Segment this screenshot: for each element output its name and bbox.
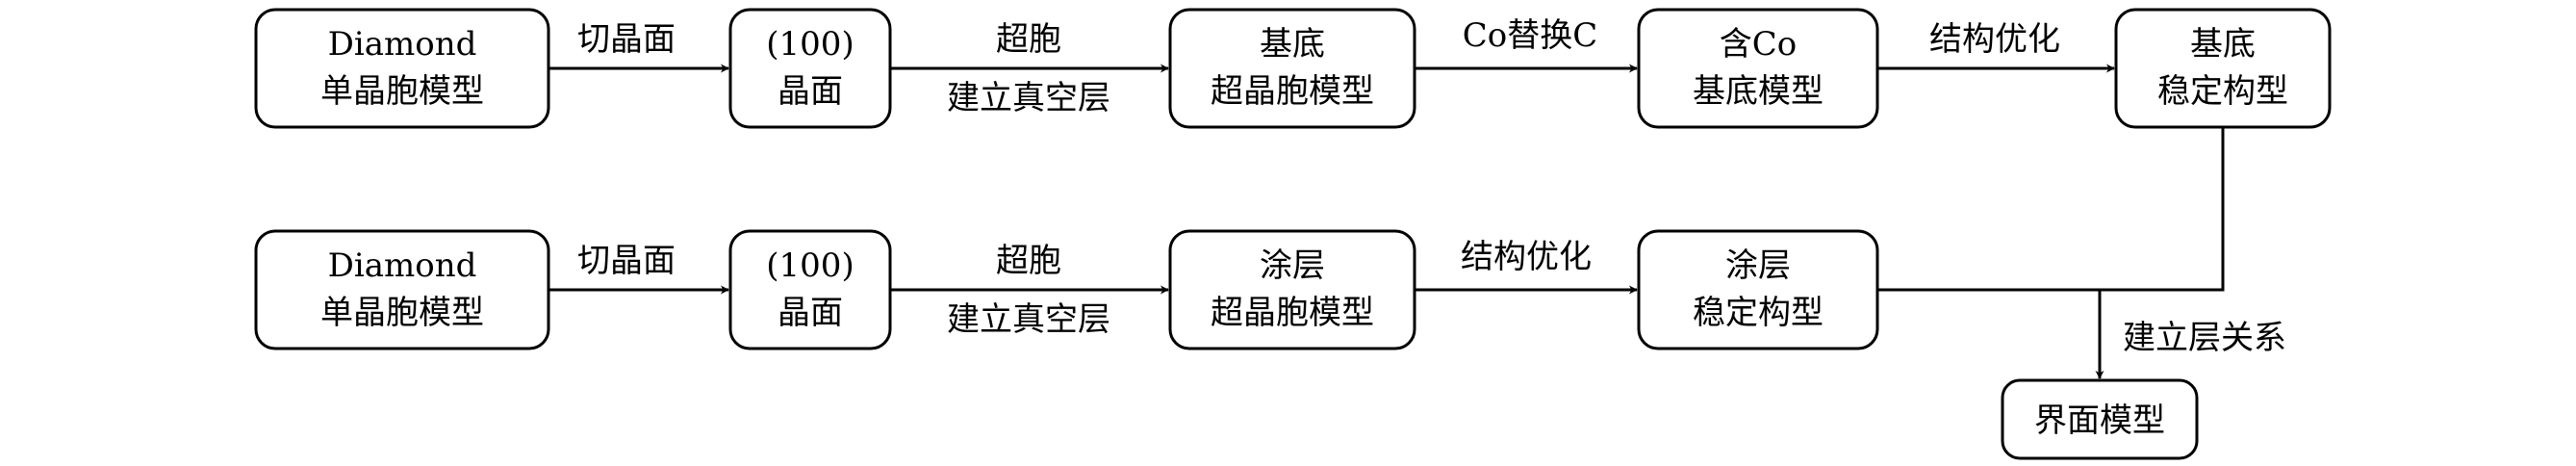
edge-r2-structure-optimize: 结构优化 <box>1415 238 1638 295</box>
edge-label-below: 建立真空层 <box>947 300 1110 339</box>
edge-r1-structure-optimize: 结构优化 <box>1877 20 2115 73</box>
node-label-line2: 晶面 <box>778 294 843 332</box>
edge-label: Co替换C <box>1463 16 1598 55</box>
node-label-line1: (100) <box>766 246 854 285</box>
node-label-line2: 超晶胞模型 <box>1211 294 1374 332</box>
node-r1-substrate-stable: 基底 稳定构型 <box>2114 8 2332 129</box>
edge-label: 结构优化 <box>1461 238 1592 276</box>
node-label-line2: 基底模型 <box>1693 72 1824 111</box>
edge-merge-build-layer-relation: 建立层关系 <box>1877 127 2286 379</box>
node-r1-100-plane: (100) 晶面 <box>728 8 892 129</box>
node-interface-model: 界面模型 <box>2001 378 2199 460</box>
node-r1-diamond-unit-cell: Diamond 单晶胞模型 <box>254 8 550 129</box>
edge-label: 建立层关系 <box>2123 319 2286 357</box>
node-r1-substrate-supercell: 基底 超晶胞模型 <box>1168 8 1416 129</box>
edge-r1-supercell-vacuum: 超胞 建立真空层 <box>890 20 1169 117</box>
node-r2-coating-supercell: 涂层 超晶胞模型 <box>1168 229 1416 350</box>
node-r1-co-substrate: 含Co 基底模型 <box>1637 8 1879 129</box>
node-label-line2: 单晶胞模型 <box>320 72 484 111</box>
edge-label-above: 超胞 <box>996 20 1061 59</box>
node-label-line1: 基底 <box>2190 25 2256 64</box>
node-label-line2: 晶面 <box>778 72 843 111</box>
node-label-line1: 涂层 <box>1725 246 1791 285</box>
node-label-line2: 稳定构型 <box>1693 294 1824 332</box>
edge-r1-co-replace-c: Co替换C <box>1415 16 1638 73</box>
node-label-line1: Diamond <box>328 246 477 285</box>
node-label-line1: 基底 <box>1260 25 1325 64</box>
node-label-line2: 超晶胞模型 <box>1211 72 1374 111</box>
node-r2-coating-stable: 涂层 稳定构型 <box>1637 229 1879 350</box>
node-label-line1: 含Co <box>1720 25 1797 64</box>
node-label: 界面模型 <box>2034 401 2165 440</box>
node-r2-100-plane: (100) 晶面 <box>728 229 892 350</box>
edge-label: 切晶面 <box>577 242 676 280</box>
edge-label-below: 建立真空层 <box>947 79 1110 117</box>
node-label-line2: 单晶胞模型 <box>320 294 484 332</box>
edge-label-above: 超胞 <box>996 242 1061 280</box>
node-label-line1: (100) <box>766 25 854 64</box>
edge-r2-supercell-vacuum: 超胞 建立真空层 <box>890 242 1169 339</box>
edge-r1-cut-plane: 切晶面 <box>548 20 729 73</box>
edge-label: 结构优化 <box>1929 20 2060 59</box>
node-label-line1: 涂层 <box>1260 246 1325 285</box>
edge-label: 切晶面 <box>577 20 676 59</box>
node-r2-diamond-unit-cell: Diamond 单晶胞模型 <box>254 229 550 350</box>
node-label-line1: Diamond <box>328 25 477 64</box>
node-label-line2: 稳定构型 <box>2157 72 2288 111</box>
edge-r2-cut-plane: 切晶面 <box>548 242 729 295</box>
